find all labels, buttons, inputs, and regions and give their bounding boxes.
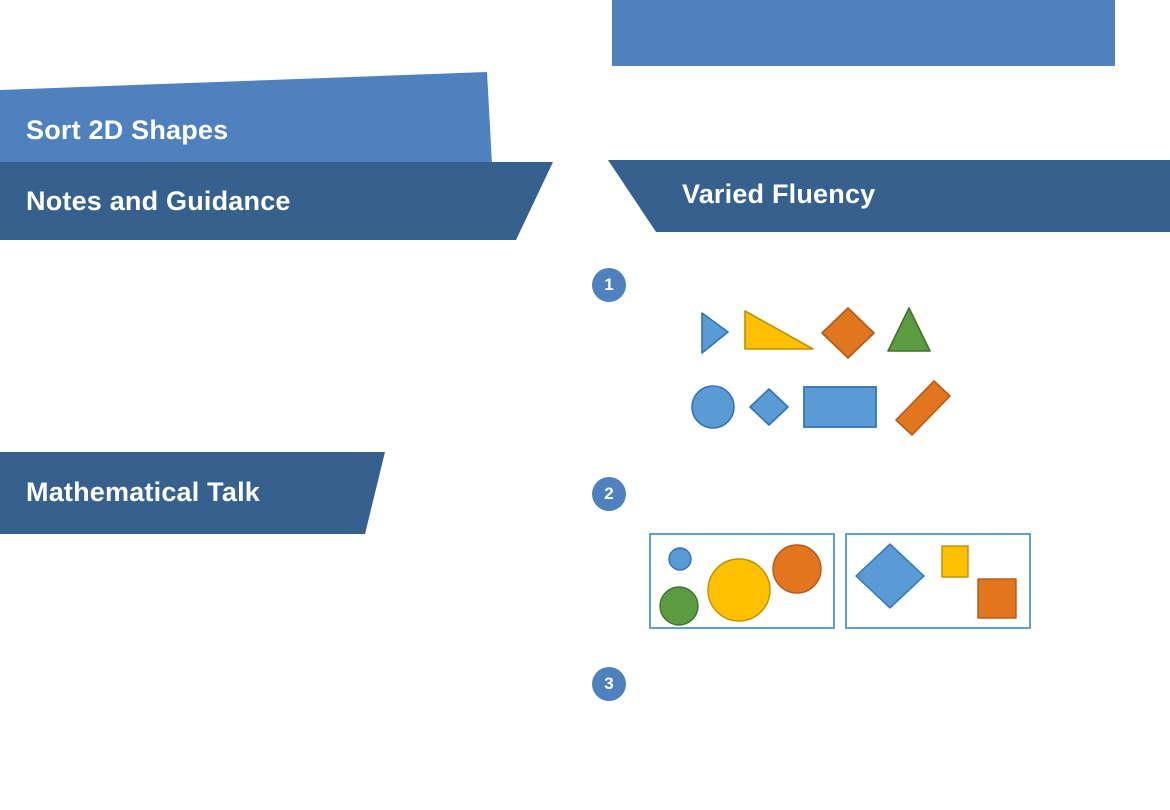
varied-fluency-banner [608,160,1170,232]
sort-2d-shapes-banner [0,72,492,172]
sorting-box-squares [845,533,1031,629]
diamond-orange [821,307,875,359]
question-2-shape-group [649,533,1031,629]
notes-and-guidance-banner [0,162,553,240]
sorting-box-circles [649,533,835,629]
question-badge-2: 2 [592,477,626,511]
circle-orange [772,544,822,594]
question-3-content-area [640,665,1140,775]
triangle-right-angled-yellow [744,310,814,350]
square-blue-rotated [855,543,925,609]
rectangle-blue [803,386,877,428]
circle-green [659,586,699,626]
question-1-shape-group [691,307,951,436]
circle-small-blue [668,547,692,571]
circle-blue [691,385,735,429]
mathematical-talk-banner [0,452,385,534]
question-badge-3: 3 [592,667,626,701]
square-orange [977,578,1017,619]
question-badge-1: 1 [592,268,626,302]
square-small-yellow [941,545,969,578]
triangle-right-blue [701,312,729,354]
diamond-blue [749,388,789,426]
rectangle-orange-rotated [895,380,951,436]
top-blue-bar [612,0,1115,66]
circle-large-yellow [707,558,771,622]
triangle-up-green [887,307,931,352]
